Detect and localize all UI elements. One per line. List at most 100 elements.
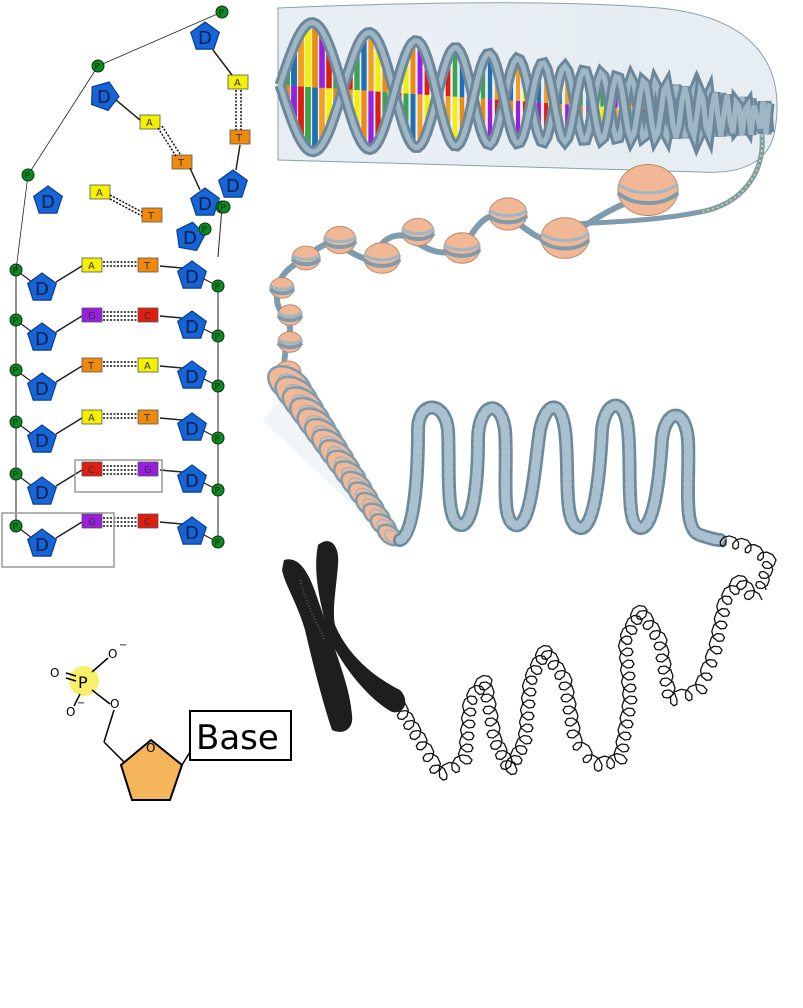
phosphate-label: P xyxy=(13,317,19,327)
sugar-label: D xyxy=(41,192,55,213)
nitrogen-base xyxy=(171,154,193,170)
phosphate-label: P xyxy=(13,267,19,277)
oxygen-double-bond-label: O xyxy=(50,666,59,680)
phosphate-highlight xyxy=(69,666,99,696)
deoxyribose-sugar xyxy=(90,81,120,112)
nucleosome-wrap xyxy=(487,214,529,225)
nucleosome-wrap xyxy=(276,341,304,350)
helix-backbone-highlight xyxy=(277,20,772,153)
sugar-label: D xyxy=(35,379,49,400)
oxygen-bottom-label: O xyxy=(66,705,75,719)
deoxyribose-sugar xyxy=(26,424,58,453)
backbone-bond xyxy=(55,265,83,283)
base-letter: A xyxy=(146,118,153,129)
sugar-label: D xyxy=(198,28,212,49)
chromatid-right xyxy=(316,541,406,713)
coiled-dna-strand xyxy=(390,535,777,781)
nitrogen-base xyxy=(81,513,103,529)
backbone-bond xyxy=(55,365,83,383)
sugar-label: D xyxy=(183,228,197,249)
base-letter: C xyxy=(144,517,151,528)
phosphate-group xyxy=(211,329,225,343)
base-letter: T xyxy=(235,133,243,144)
sugar-label: D xyxy=(226,176,240,197)
nucleosome-wrap xyxy=(290,257,322,267)
backbone-bond xyxy=(159,417,183,421)
nucleosome-wrap xyxy=(400,231,436,241)
nitrogen-base xyxy=(137,461,159,477)
backbone-bond xyxy=(55,469,83,487)
phosphate-label: P xyxy=(215,283,221,293)
phosphate-label: P xyxy=(219,9,225,19)
nitrogen-base xyxy=(141,207,163,223)
nucleosome-wrap xyxy=(322,239,358,249)
phosphate-label: P xyxy=(215,333,221,343)
base-letter: G xyxy=(144,465,152,476)
phosphate-group xyxy=(217,200,231,214)
phosphate-label: P xyxy=(13,419,19,429)
deoxyribose-sugar xyxy=(176,516,208,545)
phosphate-group xyxy=(211,483,225,497)
chromatid-left xyxy=(282,559,353,732)
nucleosome-wrap xyxy=(488,208,528,218)
base-letter: T xyxy=(147,211,155,222)
base-letter: T xyxy=(143,261,151,272)
phosphorus-label: P xyxy=(78,673,88,692)
backbone-bond xyxy=(55,417,83,435)
backbone-bond xyxy=(159,469,183,473)
base-letter: T xyxy=(87,361,95,372)
sugar-label: D xyxy=(185,317,199,338)
nucleosome-wrap xyxy=(268,287,296,296)
nucleosome-wrap xyxy=(617,182,679,195)
nucleosome-wrap xyxy=(540,231,590,242)
sugar-label: D xyxy=(185,419,199,440)
nitrogen-base xyxy=(229,129,251,145)
base-letter: C xyxy=(88,465,95,476)
nucleosome-wrap xyxy=(401,227,435,236)
sugar-label: D xyxy=(198,194,212,215)
nitrogen-base xyxy=(81,307,103,323)
solenoid-fiber xyxy=(262,364,404,547)
deoxyribose-sugar xyxy=(176,260,208,289)
backbone-bond xyxy=(97,11,223,67)
nucleosome-wrap xyxy=(363,253,401,262)
backbone-bond xyxy=(15,174,29,271)
backbone-bond xyxy=(235,144,241,171)
hydrogen-bond xyxy=(161,125,181,155)
phosphate-label: P xyxy=(13,367,19,377)
nitrogen-base xyxy=(137,257,159,273)
backbone-bond xyxy=(159,365,183,369)
base-label: Base xyxy=(196,718,279,758)
phosphate-group xyxy=(9,519,23,533)
nucleosome-beads xyxy=(268,164,680,384)
hydrogen-bond xyxy=(157,127,177,157)
helix-backbones xyxy=(274,17,775,158)
phosphate-label: P xyxy=(215,539,221,549)
phosphate-group xyxy=(21,168,35,182)
nucleosome-wrap xyxy=(443,243,481,252)
deoxyribose-sugar xyxy=(189,187,221,216)
base-letter: A xyxy=(96,188,103,199)
nitrogen-base xyxy=(227,74,249,90)
sugar-label: D xyxy=(185,267,199,288)
deoxyribose-sugar xyxy=(26,476,58,505)
base-pair-highlight xyxy=(74,459,163,493)
deoxyribose-sugar xyxy=(217,169,249,198)
phosphate-label: P xyxy=(221,204,227,214)
base-box xyxy=(189,710,292,761)
solenoid-coils xyxy=(267,364,404,547)
base-letter: A xyxy=(88,413,95,424)
hydrogen-bond xyxy=(109,198,143,217)
linker-dna xyxy=(273,192,651,382)
nitrogen-base xyxy=(137,357,159,373)
charge-top-label: − xyxy=(119,640,127,651)
charge-bottom-label: − xyxy=(77,698,85,709)
phosphate-label: P xyxy=(215,383,221,393)
nucleosome-wrap xyxy=(277,311,303,318)
nucleosome-wrap xyxy=(291,253,321,261)
deoxyribose-sugar xyxy=(26,528,58,557)
phosphate-group xyxy=(91,59,105,73)
